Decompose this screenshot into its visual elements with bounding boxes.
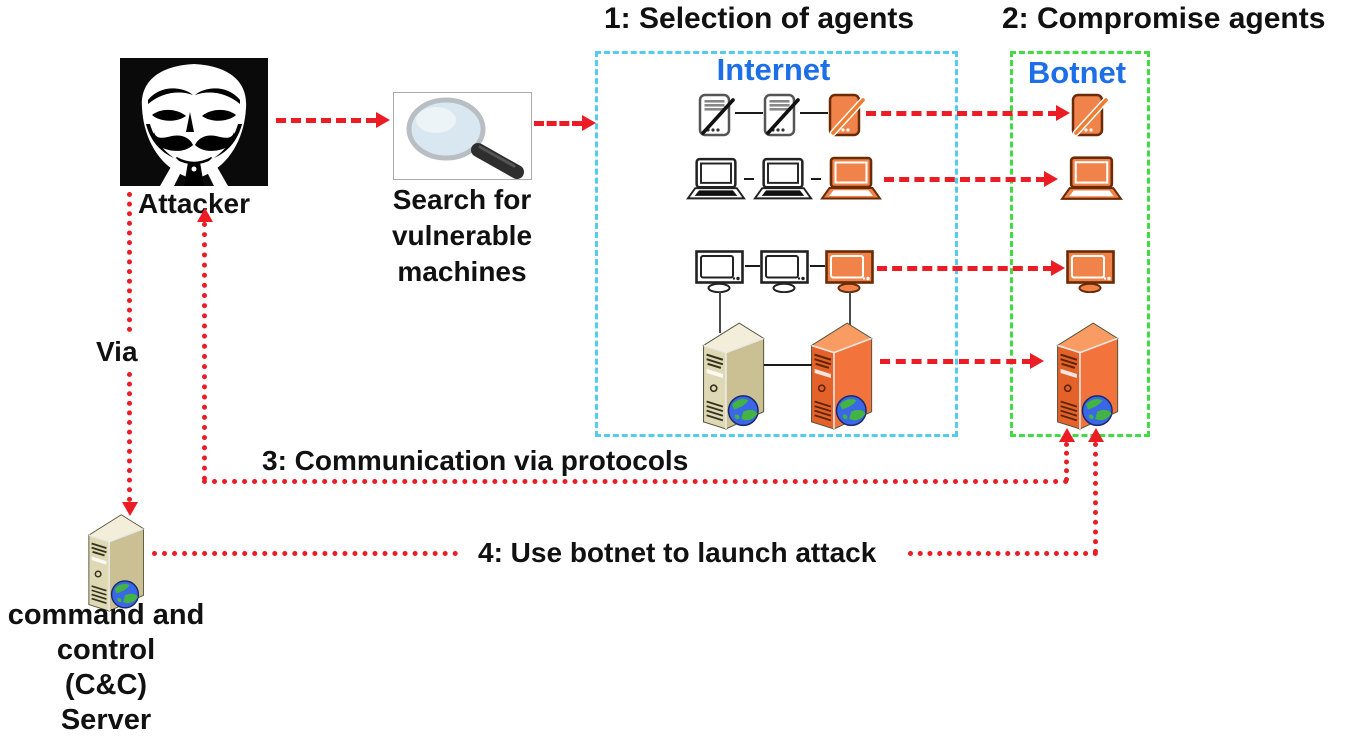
pda-link-line bbox=[800, 112, 828, 114]
search-node-box bbox=[393, 92, 532, 180]
compromise-arrow-monitor bbox=[877, 266, 1053, 271]
compromise-arrow-laptop bbox=[884, 177, 1046, 182]
step3-arrowhead-attacker bbox=[197, 208, 213, 222]
internet-zone-label: Internet bbox=[716, 52, 831, 87]
laptop-icon-compromised bbox=[822, 158, 880, 199]
step3-label: 3: Communication via protocols bbox=[262, 445, 689, 476]
botnet-server-icon bbox=[1058, 323, 1118, 429]
cnc-server-label: command and control (C&C) Server bbox=[7, 599, 205, 736]
monitor-icon bbox=[762, 252, 808, 293]
pda-link-line bbox=[735, 112, 763, 114]
compromise-arrowhead-pda bbox=[1056, 105, 1070, 121]
via-line-lower bbox=[127, 372, 132, 502]
laptop-icon bbox=[755, 159, 811, 198]
botnet-pda-icon bbox=[1073, 95, 1106, 135]
step3-line-horizontal bbox=[202, 479, 1069, 484]
search-label: Search for vulnerable machines bbox=[391, 184, 533, 287]
step3-arrowhead-botnet bbox=[1059, 428, 1075, 442]
pda-icon bbox=[700, 95, 733, 135]
compromise-arrowhead-monitor bbox=[1051, 260, 1065, 276]
attacker-to-search-arrowhead bbox=[376, 112, 390, 128]
monitor-link-line bbox=[810, 265, 825, 267]
guy-fawkes-mask-icon bbox=[120, 58, 268, 186]
attacker-label: Attacker bbox=[137, 188, 251, 219]
step1-title: 1: Selection of agents bbox=[604, 2, 915, 35]
botnet-laptop-icon bbox=[1062, 158, 1121, 199]
compromise-arrow-server bbox=[880, 359, 1032, 364]
step4-label: 4: Use botnet to launch attack bbox=[474, 537, 881, 570]
monitor-server-link-line bbox=[719, 291, 721, 333]
laptop-icon bbox=[688, 159, 744, 198]
step4-line-right bbox=[908, 551, 1098, 556]
monitor-server-link-line bbox=[849, 291, 851, 333]
laptop-link-line bbox=[811, 178, 821, 180]
via-line-upper bbox=[127, 192, 132, 332]
internet-zone-box bbox=[595, 51, 958, 437]
step4-arrowhead-botnet bbox=[1088, 428, 1104, 442]
botnet-zone-label: Botnet bbox=[1027, 55, 1127, 90]
step4-line-left bbox=[152, 551, 458, 556]
search-to-internet-arrow bbox=[534, 121, 582, 126]
server-icon-compromised bbox=[812, 323, 872, 429]
compromise-arrowhead-server bbox=[1030, 353, 1044, 369]
attacker-to-search-arrow bbox=[276, 118, 376, 123]
monitor-icon-compromised bbox=[827, 252, 873, 293]
search-to-internet-arrowhead bbox=[582, 115, 596, 131]
step3-line-left-vertical bbox=[202, 222, 207, 481]
botnet-monitor-icon bbox=[1068, 252, 1114, 293]
step2-title: 2: Compromise agents bbox=[1002, 2, 1326, 35]
monitor-icon bbox=[697, 252, 743, 293]
server-icon bbox=[704, 323, 764, 429]
server-link-line bbox=[764, 364, 812, 366]
monitor-link-line bbox=[745, 265, 760, 267]
step4-line-vertical bbox=[1093, 442, 1098, 554]
magnifier-icon bbox=[406, 97, 524, 179]
botnet-zone-box bbox=[1010, 51, 1150, 437]
step3-line-right-vertical bbox=[1064, 442, 1069, 482]
compromise-arrowhead-laptop bbox=[1044, 171, 1058, 187]
pda-icon-compromised bbox=[830, 95, 863, 135]
laptop-link-line bbox=[744, 178, 754, 180]
via-arrowhead bbox=[122, 502, 138, 516]
compromise-arrow-pda bbox=[866, 111, 1058, 116]
via-label: Via bbox=[92, 336, 142, 369]
cnc-server-icon bbox=[89, 515, 144, 611]
pda-icon bbox=[765, 95, 798, 135]
